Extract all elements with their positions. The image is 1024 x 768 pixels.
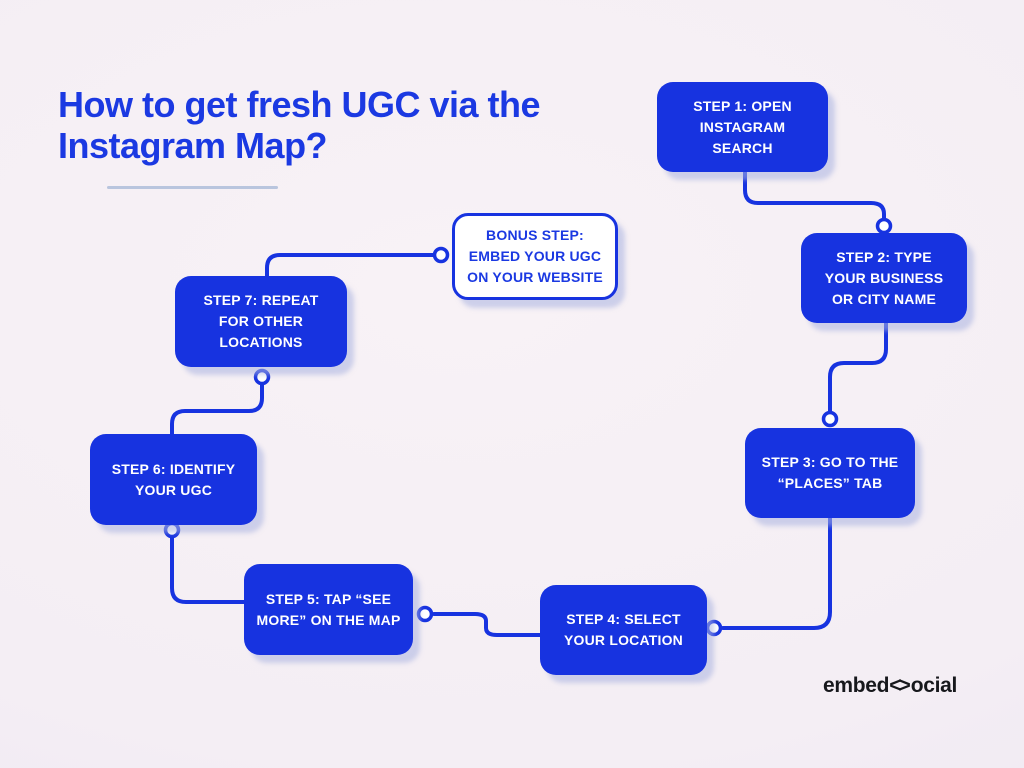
- connector-dot-step4: [705, 619, 723, 637]
- connector-step6-step7: [170, 382, 264, 436]
- step-7-label: STEP 7: REPEAT FOR OTHER LOCATIONS: [203, 292, 319, 350]
- page-title-line2: Instagram Map?: [58, 125, 328, 166]
- connector-dot-bonus: [432, 246, 450, 264]
- connector-dot-step3: [821, 410, 839, 428]
- logo-text-prefix: embed: [823, 674, 890, 697]
- connector-step5-step6: [170, 535, 247, 604]
- step-6-box: STEP 6: IDENTIFY YOUR UGC: [90, 434, 257, 525]
- step-3-label: STEP 3: GO TO THE “PLACES” TAB: [761, 454, 899, 491]
- step-7-box: STEP 7: REPEAT FOR OTHER LOCATIONS: [175, 276, 347, 367]
- connector-dot-step2: [875, 217, 893, 235]
- connector-step7-bonus: [265, 253, 435, 278]
- connector-step3-step4: [721, 516, 832, 630]
- connector-dot-step7: [253, 368, 271, 386]
- step-5-box: STEP 5: TAP “SEE MORE” ON THE MAP: [244, 564, 413, 655]
- connector-step4-step5: [432, 612, 542, 637]
- title-underline: [107, 186, 278, 189]
- embedsocial-logo: embed<>ocial: [823, 674, 957, 698]
- page-title-line1: How to get fresh UGC via the: [58, 84, 541, 125]
- step-3-box: STEP 3: GO TO THE “PLACES” TAB: [745, 428, 915, 518]
- step-4-label: STEP 4: SELECT YOUR LOCATION: [563, 611, 683, 648]
- step-6-label: STEP 6: IDENTIFY YOUR UGC: [111, 460, 236, 498]
- page-title: How to get fresh UGC via the Instagram M…: [58, 84, 541, 166]
- bonus-step-box: BONUS STEP: EMBED YOUR UGC ON YOUR WEBSI…: [452, 213, 618, 300]
- step-5-label: STEP 5: TAP “SEE MORE” ON THE MAP: [256, 590, 401, 628]
- bonus-step-label: BONUS STEP: EMBED YOUR UGC ON YOUR WEBSI…: [467, 227, 603, 285]
- connector-dot-step6: [163, 521, 181, 539]
- logo-text-suffix: ocial: [910, 674, 958, 697]
- connector-step2-step3: [828, 321, 888, 413]
- step-4-box: STEP 4: SELECT YOUR LOCATION: [540, 585, 707, 675]
- step-1-label: STEP 1: OPEN INSTAGRAM SEARCH: [693, 97, 792, 156]
- connector-step1-step2: [743, 170, 886, 221]
- connector-dot-step5: [416, 605, 434, 623]
- step-1-box: STEP 1: OPEN INSTAGRAM SEARCH: [657, 82, 828, 172]
- logo-angle-brackets-icon: <>: [889, 674, 910, 697]
- step-2-label: STEP 2: TYPE YOUR BUSINESS OR CITY NAME: [824, 248, 944, 307]
- step-2-box: STEP 2: TYPE YOUR BUSINESS OR CITY NAME: [801, 233, 967, 323]
